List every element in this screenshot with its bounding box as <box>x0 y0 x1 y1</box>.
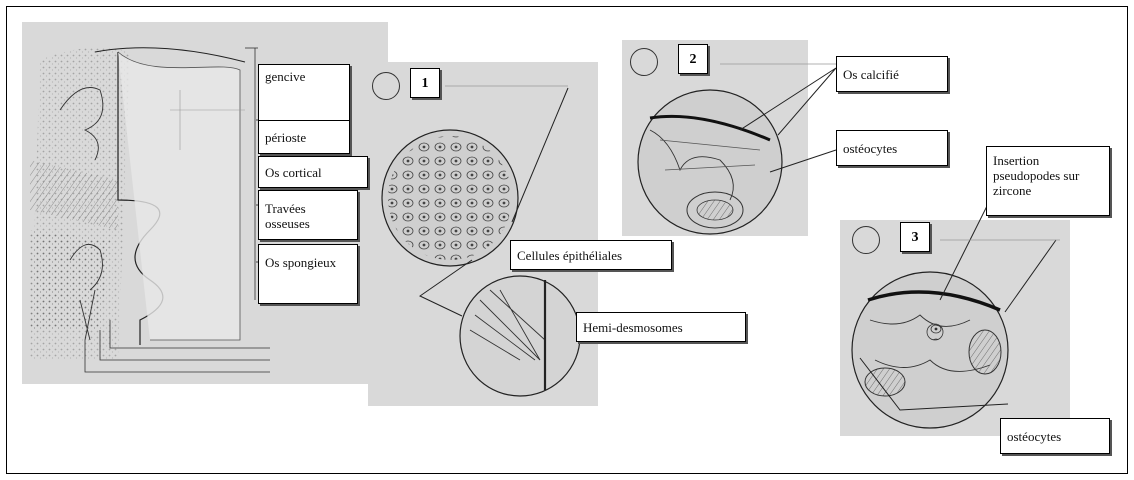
label-osteocytes-2: ostéocytes <box>836 130 948 166</box>
label-os-calcifie: Os calcifié <box>836 56 948 92</box>
label-osteocytes-3: ostéocytes <box>1000 418 1110 454</box>
label-travees: Travées osseuses <box>258 190 358 240</box>
label-os-spongieux: Os spongieux <box>258 244 358 304</box>
label-hemi-desmosomes: Hemi-desmosomes <box>576 312 746 342</box>
label-gencive: gencive <box>258 64 350 122</box>
detail2-drawing <box>638 64 840 234</box>
overview-drawing <box>30 48 270 373</box>
detail1-marker-circle <box>372 72 400 100</box>
label-os-cortical: Os cortical <box>258 156 368 188</box>
label-perioste: périoste <box>258 120 350 154</box>
detail2-marker-circle <box>630 48 658 76</box>
detail3-drawing <box>852 200 1060 428</box>
detail2-number: 2 <box>678 44 708 74</box>
label-insertion-pseudopodes: Insertion pseudopodes sur zircone <box>986 146 1110 216</box>
detail1-number: 1 <box>410 68 440 98</box>
detail3-marker-circle <box>852 226 880 254</box>
label-cellules-epitheliales: Cellules épithéliales <box>510 240 672 270</box>
detail3-number: 3 <box>900 222 930 252</box>
